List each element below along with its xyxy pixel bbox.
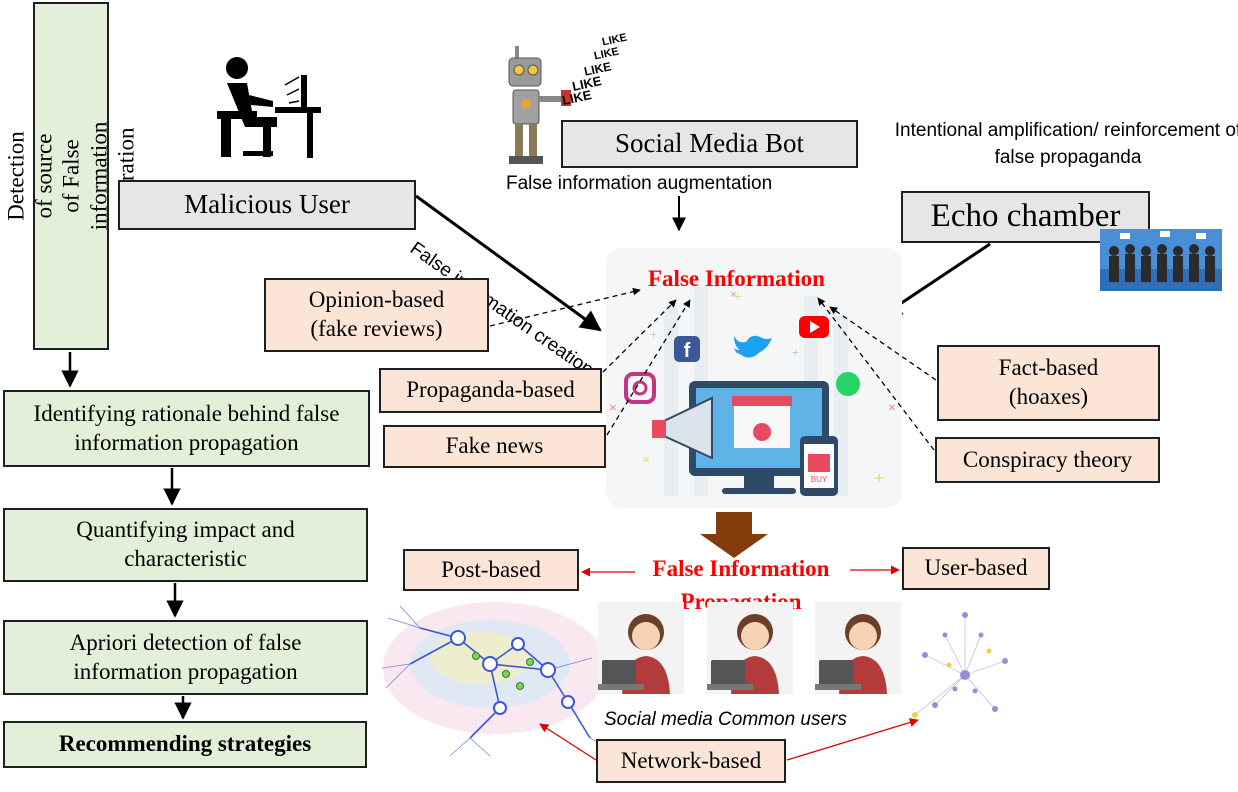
propaganda-based-box: Propaganda-based [379, 368, 602, 413]
buy-label: BUY [811, 475, 828, 484]
vertical-title-box: Detection of source of False information… [3, 2, 138, 350]
svg-text:×: × [730, 287, 737, 301]
user-based-box: User-based [902, 547, 1050, 590]
network-based-box: Network-based [596, 739, 786, 783]
svg-text:+: + [792, 345, 799, 359]
step-identifying-rationale: Identifying rationale behind false infor… [3, 390, 370, 467]
big-down-arrow [700, 512, 768, 558]
fact-connector [829, 306, 937, 381]
echo-chamber-box: Echo chamber [901, 191, 1150, 243]
conspiracy-connector [817, 297, 935, 451]
network-graph-right [912, 612, 1008, 718]
svg-text:+: + [650, 327, 657, 341]
fact-based-box: Fact-based (hoaxes) [937, 345, 1160, 421]
svg-text:+: + [874, 468, 884, 488]
network-graph-left [381, 602, 609, 757]
post-based-box: Post-based [403, 549, 579, 591]
propaganda-connector [602, 299, 677, 373]
svg-text:×: × [888, 401, 896, 416]
step-quantifying-impact: Quantifying impact and characteristic [3, 508, 368, 582]
whatsapp-icon [836, 372, 860, 396]
svg-text:×: × [642, 453, 650, 468]
augmentation-label: False information augmentation [506, 173, 773, 194]
twitter-icon [734, 335, 772, 358]
conspiracy-theory-box: Conspiracy theory [935, 437, 1160, 483]
robot-icon [508, 46, 571, 164]
user-avatar-icon [707, 602, 793, 694]
opinion-based-box: Opinion-based (fake reviews) [264, 278, 489, 352]
svg-text:f: f [684, 340, 691, 362]
users-caption: Social media Common users [604, 709, 847, 730]
fake-news-box: Fake news [383, 425, 606, 468]
echo-caption: Intentional amplification/ reinforcement… [894, 120, 1238, 168]
step-apriori-detection: Apriori detection of false information p… [3, 620, 368, 695]
opinion-connector [489, 287, 641, 327]
false-information-title: False Information [648, 266, 825, 291]
social-media-bot-box: Social Media Bot [561, 120, 858, 168]
svg-text:+: + [734, 290, 742, 305]
crowd-icon [1100, 229, 1222, 291]
person-at-computer-icon [217, 57, 321, 158]
svg-text:×: × [609, 401, 617, 416]
online-shop-illustration: BUY f + + × × × × + + + [609, 271, 896, 496]
svg-text:+: + [812, 271, 821, 288]
user-avatar-icon [598, 602, 684, 694]
user-avatar-icon [815, 602, 901, 694]
facebook-icon [674, 336, 700, 362]
step-recommending-strategies: Recommending strategies [3, 721, 367, 768]
instagram-icon [624, 372, 656, 404]
malicious-user-box: Malicious User [118, 180, 416, 230]
